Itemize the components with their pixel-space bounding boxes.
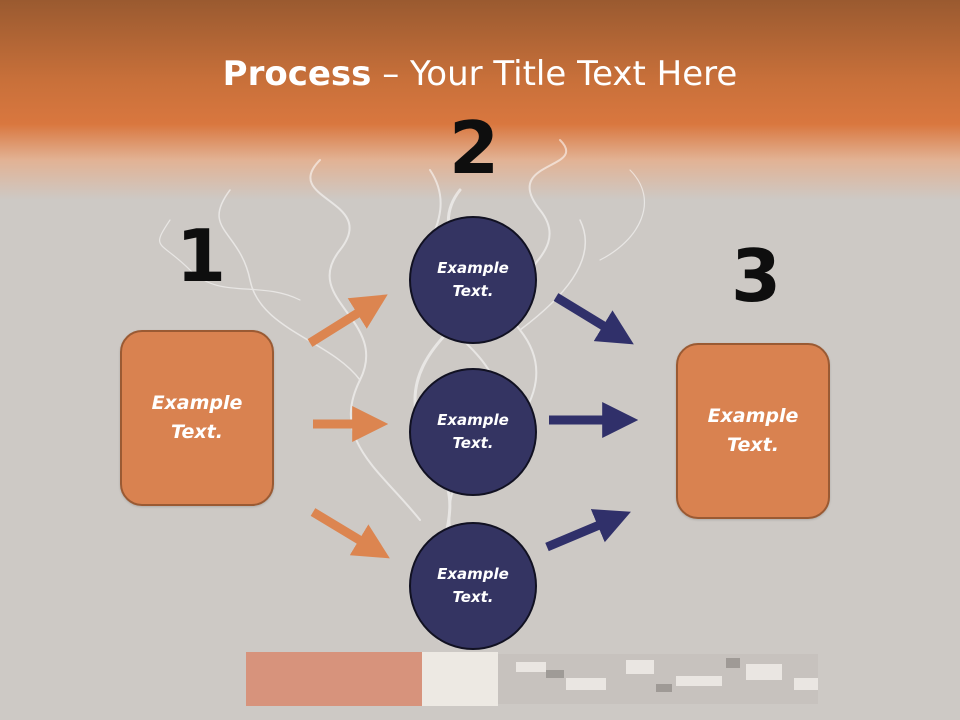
arrow-top-to-right [553,293,634,345]
step-box-right: Example Text. [676,343,830,519]
step-number-2: 2 [449,106,500,190]
step-number-1: 1 [176,214,227,298]
step-number-3: 3 [731,234,782,318]
step-circle-bottom-text: Example Text. [437,565,509,606]
step-box-left-text: Example Text. [151,392,243,443]
header-band [0,0,960,200]
step-circle-bottom: Example Text. [409,522,537,650]
step-box-right-text: Example Text. [707,405,799,456]
arrow-bottom-to-right [545,509,631,552]
step-circle-middle: Example Text. [409,368,537,496]
slide-title: Process – Your Title Text Here [0,52,960,96]
step-box-left: Example Text. [120,330,274,506]
title-bold: Process [222,54,372,94]
arrow-left-to-top [307,294,388,347]
title-dash: – [371,54,411,94]
arrow-left-to-bottom [310,508,390,559]
title-rest: Your Title Text Here [410,54,738,94]
step-circle-middle-text: Example Text. [437,411,509,452]
step-circle-top-text: Example Text. [437,259,509,300]
step-circle-top: Example Text. [409,216,537,344]
cigarette-image [246,652,818,706]
